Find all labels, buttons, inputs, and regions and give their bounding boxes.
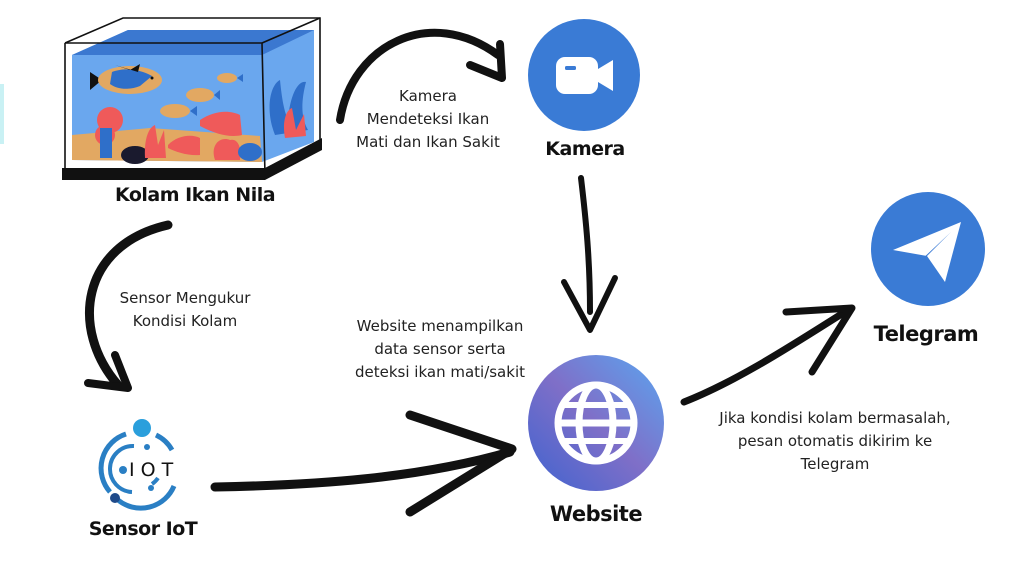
fish-small	[160, 73, 243, 118]
arrowhead-sensor-to-website	[405, 410, 517, 517]
caption-line: pesan otomatis dikirim ke	[737, 432, 933, 450]
arrowhead-pond-to-sensor	[84, 351, 132, 392]
arrowhead-pond-to-camera	[466, 40, 506, 82]
node-label-pond: Kolam Ikan Nila	[114, 184, 276, 206]
caption-line: deteksi ikan mati/sakit	[354, 363, 525, 381]
arrow-website-to-telegram	[680, 306, 852, 406]
edge-decoration	[0, 84, 4, 144]
iot-logo-icon: I O T	[98, 419, 177, 511]
node-label-website: Website	[549, 502, 643, 526]
node-website	[528, 355, 664, 491]
arrowhead-website-to-telegram	[782, 304, 856, 376]
node-pond: Kolam Ikan Nila	[60, 10, 330, 210]
globe-icon	[554, 381, 638, 465]
caption-line: Jika kondisi kolam bermasalah,	[719, 409, 951, 427]
arrow-sensor-to-website	[210, 447, 515, 492]
aquarium-icon	[62, 17, 322, 180]
caption-sensor-to-website: Website menampilkan data sensor serta de…	[335, 315, 545, 384]
node-label-camera: Kamera	[545, 138, 625, 160]
node-label-sensor: Sensor IoT	[88, 518, 198, 540]
caption-line: Kondisi Kolam	[132, 312, 238, 330]
caption-line: data sensor serta	[374, 340, 506, 358]
caption-line: Telegram	[800, 455, 870, 473]
caption-line: Mendeteksi Ikan	[366, 110, 490, 128]
caption-pond-to-camera: Kamera Mendeteksi Ikan Mati dan Ikan Sak…	[338, 85, 518, 154]
caption-line: Kamera	[399, 87, 457, 105]
arrowhead-camera-to-website	[561, 275, 618, 333]
node-camera	[528, 19, 640, 131]
video-camera-icon	[556, 57, 613, 94]
node-label-telegram: Telegram	[873, 322, 979, 346]
fish-big	[90, 64, 162, 94]
node-telegram	[871, 192, 985, 306]
iot-logo-text: I O T	[129, 459, 174, 481]
arrow-camera-to-website	[578, 175, 593, 315]
fish-red	[200, 111, 242, 136]
caption-pond-to-sensor: Sensor Mengukur Kondisi Kolam	[100, 287, 270, 333]
aquarium-base	[62, 168, 265, 180]
telegram-icon	[893, 222, 961, 282]
node-sensor: I O T	[88, 418, 208, 511]
caption-line: Mati dan Ikan Sakit	[356, 133, 500, 151]
caption-website-to-telegram: Jika kondisi kolam bermasalah, pesan oto…	[700, 407, 970, 476]
caption-line: Website menampilkan	[356, 317, 524, 335]
caption-line: Sensor Mengukur	[119, 289, 251, 307]
